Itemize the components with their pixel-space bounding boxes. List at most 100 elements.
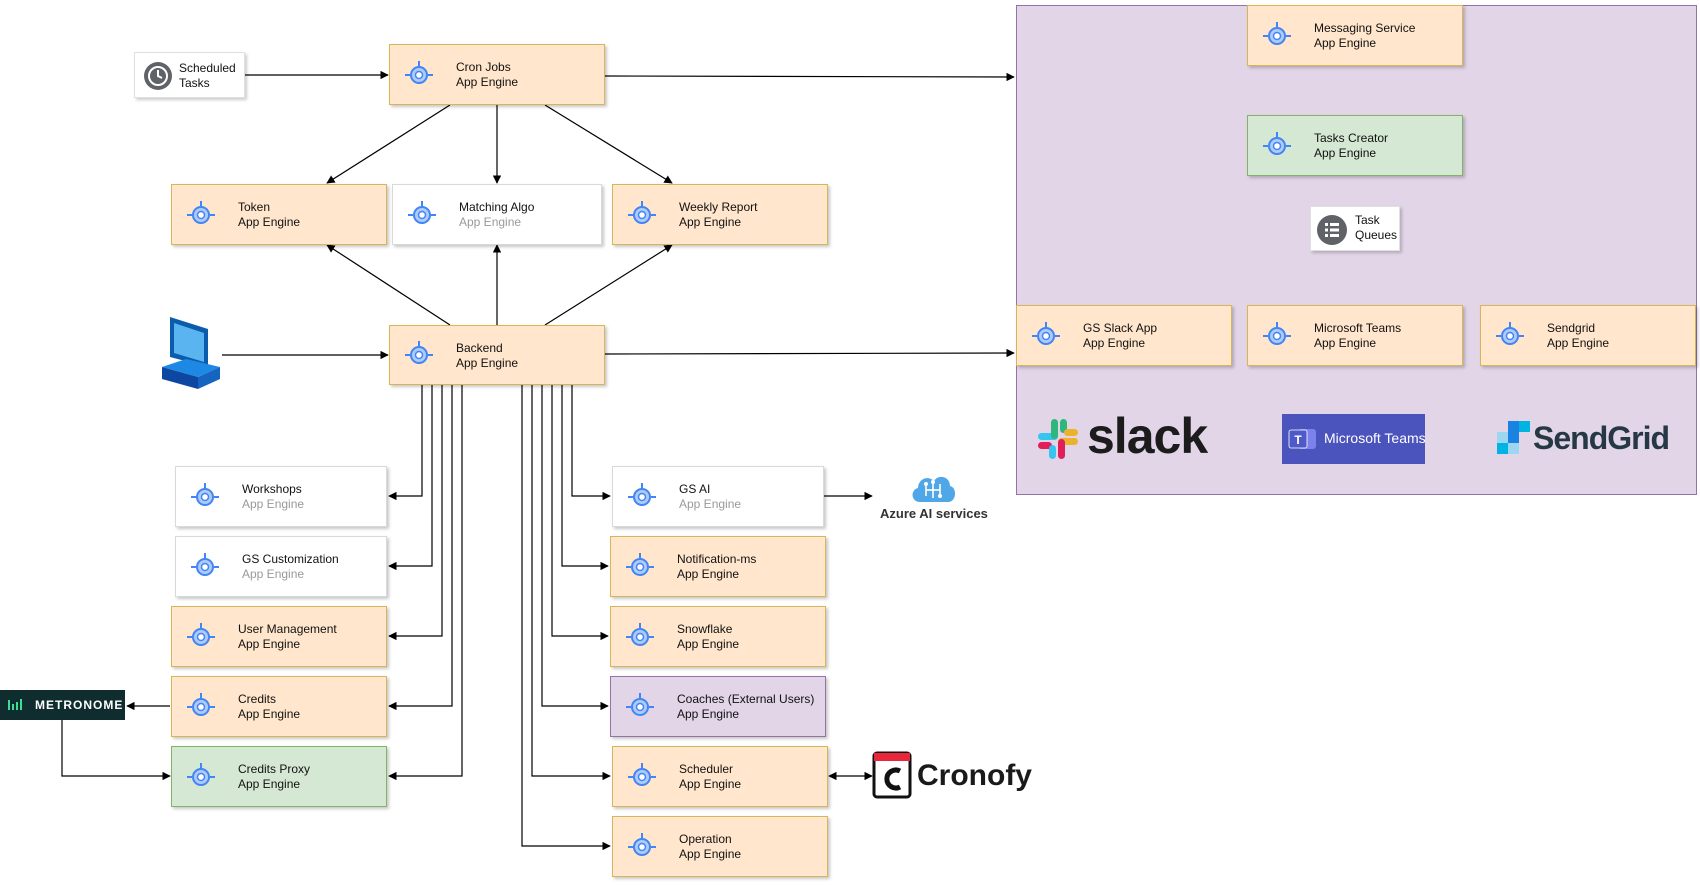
node-subtitle: App Engine [456,356,519,370]
node-subtitle: App Engine [679,215,742,229]
operation-node[interactable]: Operation App Engine [612,816,828,877]
teams-label: Microsoft Teams [1324,430,1426,446]
app-engine-icon [408,200,436,224]
node-title: User Management [238,622,337,636]
user-management-node[interactable]: User Management App Engine [171,606,387,667]
gs-customization-node[interactable]: GS Customization App Engine [175,536,387,597]
app-engine-icon [628,762,656,786]
app-engine-icon [191,482,219,506]
node-title: Backend [456,341,503,355]
node-title: Weekly Report [679,200,758,214]
edge-backend-to-gsai [571,385,611,501]
edge-backend-to-group [604,348,1015,358]
app-engine-icon [1263,321,1291,345]
node-subtitle: App Engine [1314,146,1377,160]
coaches-node[interactable]: Coaches (External Users) App Engine [610,676,826,737]
edge-backend-to-credits [388,385,453,711]
app-engine-icon [1263,21,1291,45]
node-subtitle: App Engine [677,637,740,651]
gs-ai-node[interactable]: GS AI App Engine [612,466,824,527]
cronofy-label: Cronofy [917,759,1032,792]
metronome-label: METRONOME [35,698,124,712]
node-title: Scheduler [679,762,734,776]
task-queues-line2: Queues [1355,228,1398,242]
node-subtitle: App Engine [679,777,742,791]
node-subtitle: App Engine [679,847,742,861]
sendgrid-icon [1497,421,1530,454]
edge-metronome-to-creditsproxy [61,720,171,781]
app-engine-icon [405,341,433,364]
scheduler-node[interactable]: Scheduler App Engine [612,746,828,807]
node-title: GS Slack App [1083,321,1158,335]
edge-cron-to-token [326,104,451,184]
app-engine-icon [628,482,656,506]
node-title: Token [238,200,271,214]
node-subtitle: App Engine [1547,336,1610,350]
node-subtitle: App Engine [1314,336,1377,350]
edge-backend-to-coaches [541,385,609,711]
edge-backend-to-usermgmt [388,385,443,641]
edge-backend-to-operation [521,385,611,851]
microsoft-teams-logo: T Microsoft Teams [1282,414,1426,464]
metronome-icon [8,699,22,710]
node-title: Sendgrid [1547,321,1596,335]
node-subtitle: App Engine [456,75,519,89]
edge-backend-to-snowflake [551,385,609,641]
backend-node[interactable]: Backend App Engine [389,325,605,385]
scheduled-tasks-line1: Scheduled [179,61,236,75]
task-queues-line1: Task [1355,213,1380,227]
node-title: Cron Jobs [456,60,511,74]
app-engine-icon [628,832,656,856]
task-list-icon [1317,215,1347,245]
node-subtitle: App Engine [238,777,301,791]
metronome-logo: METRONOME [0,690,125,720]
edge-backend-to-scheduler [531,385,611,781]
app-engine-icon [626,552,654,576]
credits-proxy-node[interactable]: Credits Proxy App Engine [171,746,387,807]
tasks-creator-node[interactable]: Tasks Creator App Engine [1247,115,1463,176]
node-title: Snowflake [677,622,733,636]
node-title: GS AI [679,482,711,496]
app-engine-icon [628,200,656,224]
node-subtitle: App Engine [238,637,301,651]
weekly-report-node[interactable]: Weekly Report App Engine [612,184,828,245]
cron-jobs-node[interactable]: Cron Jobs App Engine [389,44,605,105]
node-title: Credits [238,692,277,706]
slack-label: slack [1087,408,1208,464]
edge-backend-to-workshops [388,385,423,501]
matching-algo-node[interactable]: Matching Algo App Engine [392,184,602,245]
node-title: Workshops [242,482,302,496]
app-engine-icon [1496,321,1524,345]
node-title: Microsoft Teams [1314,321,1402,335]
notification-ms-node[interactable]: Notification-ms App Engine [610,536,826,597]
microsoft-teams-app-node[interactable]: Microsoft Teams App Engine [1247,305,1463,366]
scheduled-tasks-box[interactable]: Scheduled Tasks [134,52,245,98]
app-engine-icon [405,60,433,84]
node-subtitle: App Engine [238,707,301,721]
messaging-service-node[interactable]: Messaging Service App Engine [1247,5,1463,66]
sendgrid-label: SendGrid [1533,420,1670,456]
node-title: Operation [679,832,732,846]
app-engine-icon [191,552,219,576]
cronofy-icon [872,751,912,799]
workshops-node[interactable]: Workshops App Engine [175,466,387,527]
scheduled-tasks-line2: Tasks [179,76,210,90]
azure-label: Azure AI services [880,506,988,521]
node-title: Matching Algo [459,200,535,214]
sendgrid-app-node[interactable]: Sendgrid App Engine [1480,305,1696,366]
teams-icon: T [1288,429,1316,449]
credits-node[interactable]: Credits App Engine [171,676,387,737]
node-title: Coaches (External Users) [677,692,815,706]
edge-backend-to-gscustom [388,385,433,571]
app-engine-icon [187,622,215,646]
token-node[interactable]: Token App Engine [171,184,387,245]
app-engine-icon [187,200,215,224]
task-queues-box[interactable]: Task Queues [1310,206,1400,251]
snowflake-node[interactable]: Snowflake App Engine [610,606,826,667]
node-title: GS Customization [242,552,339,566]
app-engine-icon [1263,131,1291,155]
app-engine-icon [187,692,215,716]
gs-slack-app-node[interactable]: GS Slack App App Engine [1016,305,1232,366]
edge-backend-to-creditsproxy [388,385,463,781]
